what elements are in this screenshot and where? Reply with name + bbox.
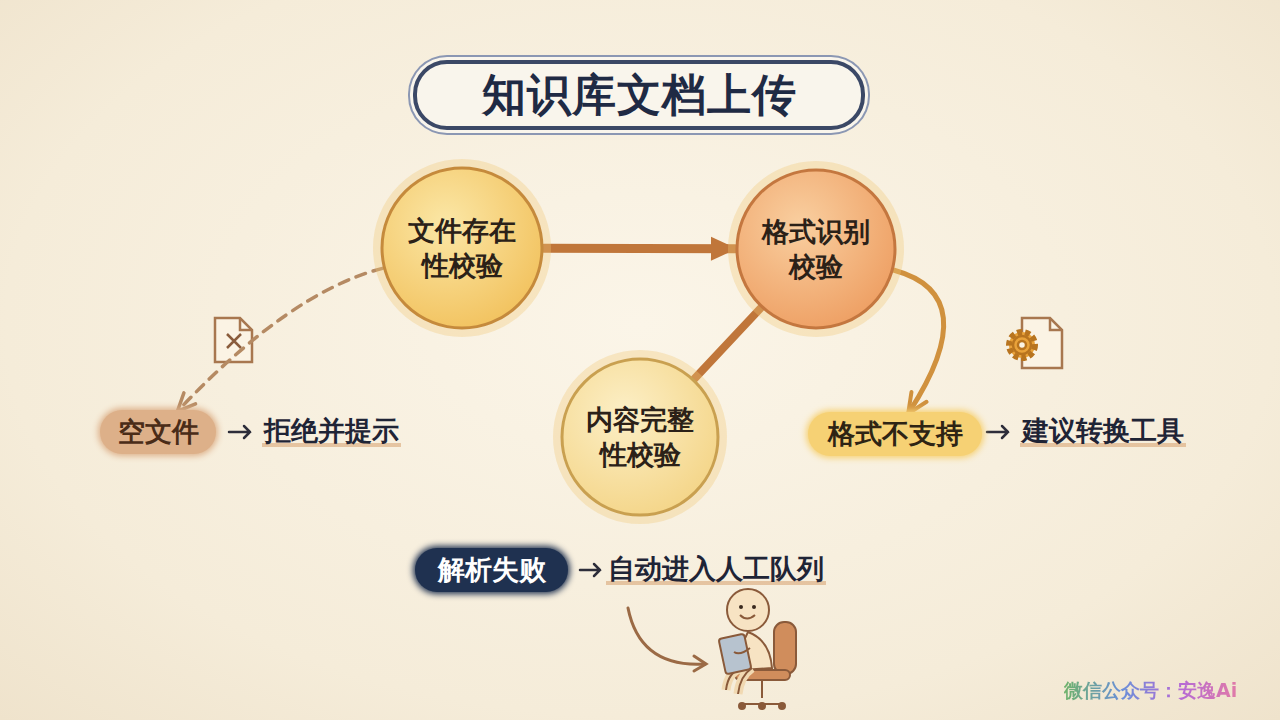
flow-connector (544, 244, 735, 254)
circle-fill (562, 359, 718, 515)
person-illustration (719, 589, 796, 709)
node-text: 解析失败 (438, 552, 546, 588)
queue-arrow (628, 608, 706, 671)
title-banner: 知识库文档上传 (413, 60, 865, 130)
node-text: 格式识别校验 (757, 214, 875, 284)
flow-connector (695, 308, 761, 378)
check-circle: 文件存在性校验 (380, 166, 544, 330)
node-text: 内容完整性校验 (581, 402, 699, 472)
status-pill: 格式不支持 (808, 412, 982, 456)
flow-connector (894, 270, 944, 412)
outcome-label: 建议转换工具 (1020, 413, 1186, 449)
node-text: 文件存在性校验 (403, 213, 521, 283)
file-gear-icon (1009, 318, 1062, 368)
flow-connector (179, 268, 383, 410)
circle-outline (560, 357, 720, 517)
circle-glow (557, 354, 723, 520)
circle-outline (380, 166, 544, 330)
status-pill: 空文件 (100, 410, 216, 454)
check-circle: 内容完整性校验 (560, 357, 720, 517)
status-pill: 解析失败 (415, 548, 568, 592)
outcome-label: 拒绝并提示 (262, 413, 401, 449)
node-text: 空文件 (118, 414, 199, 450)
circle-fill (737, 170, 895, 328)
circle-glow (732, 165, 900, 333)
check-circle: 格式识别校验 (735, 168, 897, 330)
node-text: 格式不支持 (828, 416, 963, 452)
watermark: 微信公众号：安逸Ai (1064, 678, 1237, 704)
circle-fill (382, 168, 542, 328)
outcome-label: 自动进入人工队列 (606, 551, 826, 587)
circle-glow (377, 163, 547, 333)
circle-outline (735, 168, 897, 330)
file-x-icon (215, 318, 252, 362)
